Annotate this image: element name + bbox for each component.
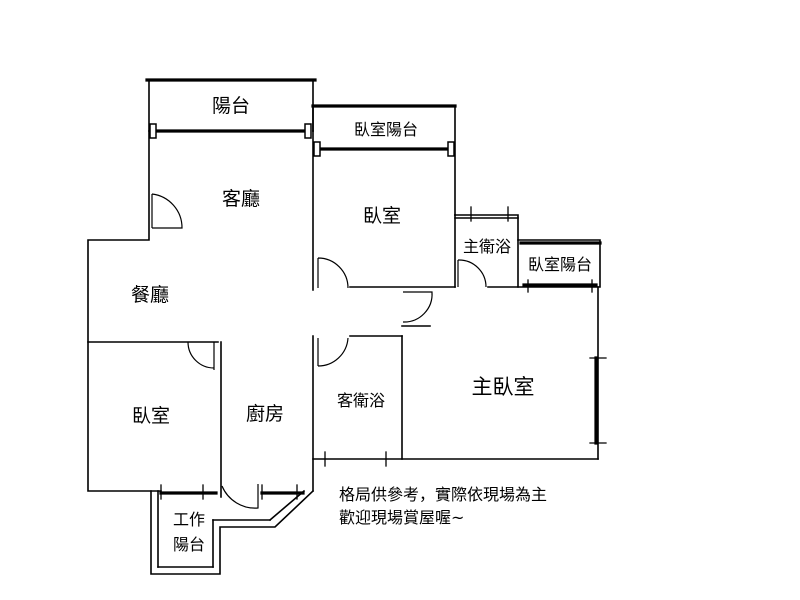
door-swing — [317, 257, 349, 289]
room-label-master-bedroom: 主臥室 — [472, 375, 535, 399]
door-swing — [317, 337, 349, 367]
wall-kitchen-diagonal — [268, 489, 306, 522]
door-swing — [151, 193, 183, 229]
room-label-dining-room: 餐廳 — [131, 284, 169, 306]
door-swing — [187, 341, 215, 370]
room-label-bedroom-left: 臥室 — [132, 405, 170, 427]
wall-living-left — [87, 130, 162, 492]
door-swing — [402, 291, 433, 323]
room-label-guest-bath: 客衛浴 — [337, 391, 385, 410]
disclaimer-note: 格局供參考，實際依現場為主 歡迎現場賞屋喔~ — [339, 485, 547, 527]
room-label-utility-line2: 陽台 — [173, 535, 205, 554]
door-swing — [457, 259, 487, 288]
post — [304, 123, 312, 139]
wall-master-bath — [454, 214, 519, 288]
post — [149, 123, 157, 139]
door-swing — [221, 484, 259, 509]
post — [447, 141, 455, 157]
note-line-2: 歡迎現場賞屋喔~ — [339, 508, 464, 527]
wall-utility-balcony — [150, 489, 315, 575]
note-line-1: 格局供參考，實際依現場為主 — [339, 485, 547, 504]
wall-right-balcony — [517, 239, 601, 288]
room-labels: 陽台 臥室陽台 客廳 臥室 主衛浴 臥室陽台 餐廳 臥室 廚房 客衛浴 主臥室 … — [131, 95, 592, 554]
room-label-master-bath: 主衛浴 — [463, 237, 511, 256]
room-label-right-balcony: 臥室陽台 — [528, 255, 592, 274]
room-label-bedroom: 臥室 — [363, 205, 401, 227]
room-label-bedroom-balcony: 臥室陽台 — [354, 120, 418, 139]
room-label-kitchen: 廚房 — [246, 402, 284, 425]
doors — [151, 193, 487, 509]
window-posts — [149, 123, 607, 500]
room-label-living-room: 客廳 — [222, 188, 260, 210]
room-label-balcony: 陽台 — [212, 95, 250, 117]
room-label-utility-line1: 工作 — [173, 510, 205, 529]
post — [313, 141, 321, 157]
